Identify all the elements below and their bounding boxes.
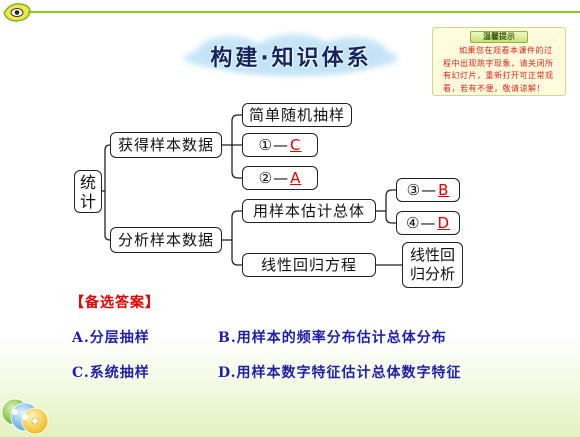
- blank-3-answer[interactable]: B: [438, 180, 450, 199]
- option-d: D.用样本数字特征估计总体数字特征: [218, 365, 462, 381]
- node-label: 获得样本数据: [117, 135, 214, 154]
- top-rule: [28, 11, 580, 13]
- title-cloud: [220, 50, 370, 76]
- node-simple-random-sampling: 简单随机抽样: [242, 103, 352, 127]
- notice-box: 温馨提示 如果您在观看本课件的过程中出现跳字现象，请关闭所有幻灯片，重新打开可正…: [432, 27, 566, 96]
- option-c: C.系统抽样: [72, 365, 150, 381]
- blank-4-answer[interactable]: D: [437, 213, 450, 232]
- disc-stack-icon: [1, 398, 49, 435]
- node-blank-4: ④—D: [396, 211, 460, 235]
- title-banner: 构建·知识体系: [180, 34, 402, 78]
- option-b: B.用样本的频率分布估计总体分布: [218, 330, 447, 346]
- blank-2-prefix: ②—: [258, 168, 290, 187]
- node-blank-1: ①—C: [242, 133, 318, 157]
- option-a: A.分层抽样: [72, 330, 150, 346]
- answer-bank-heading: 【备选答案】: [70, 295, 160, 311]
- connector-obtain-children: [231, 114, 242, 179]
- node-root-label: 统计: [79, 172, 96, 211]
- node-label: 用样本估计总体: [252, 201, 365, 220]
- node-label: 线性回归分析: [409, 246, 455, 283]
- node-label: 简单随机抽样: [248, 105, 345, 124]
- blank-3-prefix: ③—: [406, 180, 438, 199]
- blank-4-prefix: ④—: [405, 213, 437, 232]
- node-root: 统计: [74, 170, 102, 213]
- node-blank-3: ③—B: [396, 178, 460, 202]
- node-analyze-sample-data: 分析样本数据: [110, 227, 222, 253]
- node-obtain-sample-data: 获得样本数据: [110, 132, 222, 158]
- blank-1-prefix: ①—: [258, 135, 289, 154]
- connector-estimate-children: [385, 189, 396, 224]
- notice-text: 如果您在观看本课件的过程中出现跳字现象，请关闭所有幻灯片，重新打开可正常观看，若…: [443, 46, 554, 93]
- node-linear-regression-equation: 线性回归方程: [242, 253, 376, 277]
- node-label: 线性回归方程: [260, 255, 357, 274]
- connector-root-branches: [104, 144, 111, 241]
- connector-analyze-children: [231, 210, 242, 266]
- node-blank-2: ②—A: [242, 166, 318, 190]
- node-label: 分析样本数据: [117, 230, 214, 249]
- node-linear-regression-analysis: 线性回归分析: [402, 242, 463, 288]
- blank-1-answer[interactable]: C: [289, 135, 302, 154]
- notice-header: 温馨提示: [470, 31, 528, 43]
- node-estimate-population: 用样本估计总体: [242, 199, 376, 223]
- page-title: 构建·知识体系: [210, 46, 372, 71]
- blank-2-answer[interactable]: A: [290, 168, 302, 187]
